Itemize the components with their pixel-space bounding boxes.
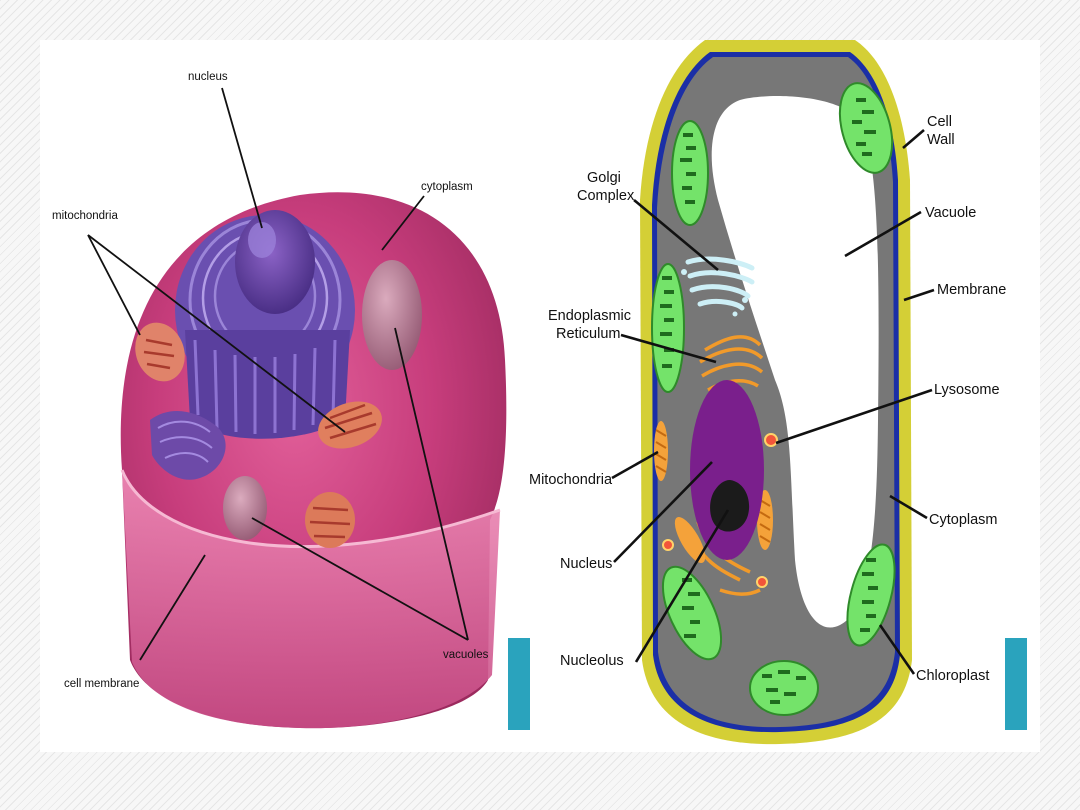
er-cluster [150, 410, 226, 480]
label-membrane: Membrane [937, 282, 1006, 298]
membrane-rim [120, 469, 501, 549]
label-mitochondria-animal: mitochondria [52, 210, 118, 222]
label-lysosome: Lysosome [934, 382, 1000, 398]
accent-bar-left [508, 638, 530, 730]
label-cell-wall-1: Cell [927, 114, 952, 130]
golgi-complex [681, 256, 755, 317]
label-er-2: Reticulum [556, 326, 620, 342]
label-golgi-1: Golgi [587, 170, 621, 186]
label-cytoplasm-plant: Cytoplasm [929, 512, 998, 528]
cell-membrane-surface [122, 470, 500, 729]
plant-cell: Golgi Complex Endoplasmic Reticulum Mito… [529, 40, 1006, 745]
animal-mitochondria [135, 322, 382, 548]
vacuole-large [362, 260, 422, 370]
label-nucleolus: Nucleolus [560, 653, 624, 669]
vacuole-small [223, 476, 267, 540]
accent-bar-right [1005, 638, 1027, 730]
lysosomes [662, 433, 778, 588]
label-vacuole: Vacuole [925, 205, 976, 221]
label-er-1: Endoplasmic [548, 308, 631, 324]
animal-pointers [87, 87, 469, 661]
chloroplasts [651, 82, 896, 716]
label-chloroplast: Chloroplast [916, 668, 989, 684]
central-vacuole [711, 96, 879, 628]
plant-nucleus [690, 380, 764, 560]
animal-cell: nucleus cytoplasm mitochondria vacuoles … [52, 71, 507, 729]
label-golgi-2: Complex [577, 188, 635, 204]
label-cell-wall-2: Wall [927, 132, 955, 148]
label-nucleus-animal: nucleus [188, 71, 228, 83]
label-vacuoles-animal: vacuoles [443, 649, 489, 661]
plant-pointers [611, 129, 935, 675]
label-cytoplasm-animal: cytoplasm [421, 181, 473, 193]
nucleolus [710, 480, 750, 532]
label-nucleus-plant: Nucleus [560, 556, 612, 572]
label-cell-membrane-animal: cell membrane [64, 678, 139, 690]
label-mitochondria-plant: Mitochondria [529, 472, 613, 488]
nucleus-er-structure [175, 210, 355, 439]
